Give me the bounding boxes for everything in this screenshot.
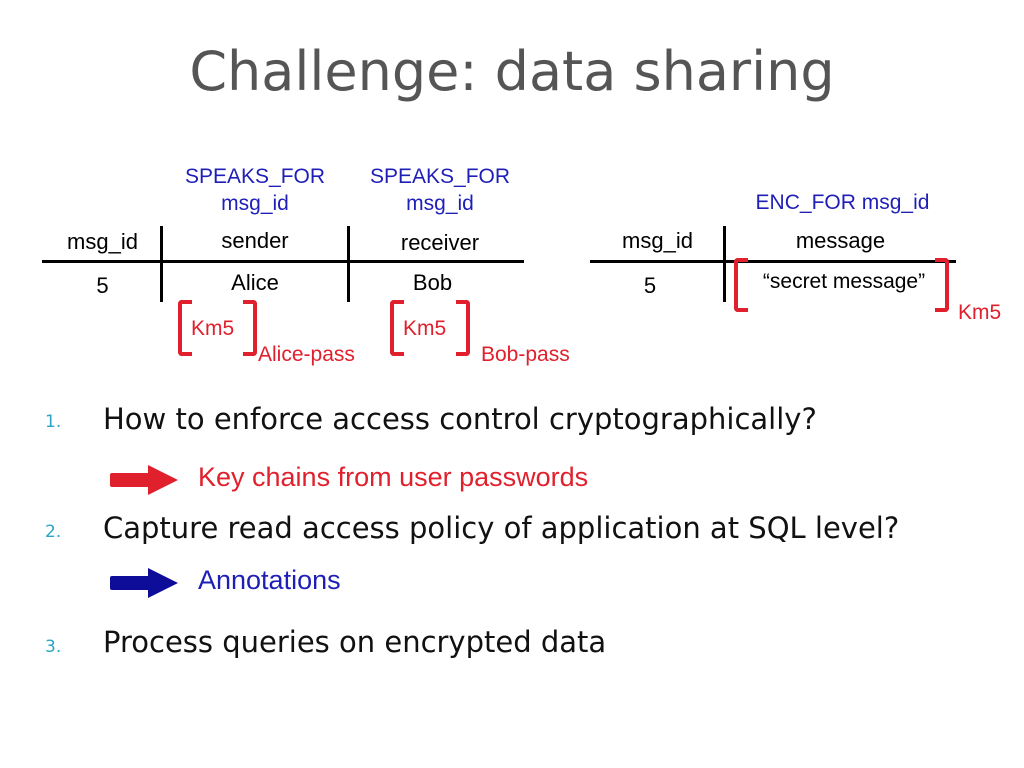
list-item-1: How to enforce access control cryptograp… <box>103 402 817 436</box>
slide-title: Challenge: data sharing <box>189 40 835 103</box>
bracket-icon <box>734 258 748 312</box>
bob-key-label: Km5 <box>403 317 447 340</box>
table1-header-receiver: receiver <box>400 230 480 255</box>
list-item-2: Capture read access policy of applicatio… <box>103 511 900 545</box>
sender-annotation-line2: msg_id <box>221 192 289 215</box>
bracket-icon <box>178 300 192 356</box>
sender-annotation: SPEAKS_FOR msg_id <box>165 163 345 217</box>
list-number-2: 2. <box>45 522 62 542</box>
table1-cell-receiver: Bob <box>412 270 453 295</box>
receiver-annotation-line1: SPEAKS_FOR <box>369 165 511 188</box>
bracket-icon <box>456 300 470 356</box>
list-number-1: 1. <box>45 412 62 432</box>
list-item-3: Process queries on encrypted data <box>103 625 607 659</box>
table1-header-msg-id: msg_id <box>67 229 138 254</box>
message-key-label: Km5 <box>958 301 1002 324</box>
table1-header-sender: sender <box>221 228 289 253</box>
table1-cell-msg-id: 5 <box>96 273 109 298</box>
table1-header-rule <box>42 260 524 263</box>
table2-column-divider <box>723 226 726 302</box>
table1-column-divider <box>347 226 350 302</box>
bracket-icon <box>935 258 949 312</box>
list-number-3: 3. <box>45 637 62 657</box>
table1-column-divider <box>160 226 163 302</box>
bracket-icon <box>243 300 257 356</box>
table2-header-message: message <box>795 228 886 253</box>
table2-cell-message: “secret message” <box>762 270 926 293</box>
receiver-annotation: SPEAKS_FOR msg_id <box>350 163 530 217</box>
receiver-annotation-line2: msg_id <box>406 192 474 215</box>
table2-cell-msg-id: 5 <box>643 273 657 298</box>
alice-pass-label: Alice-pass <box>258 343 355 366</box>
message-annotation: ENC_FOR msg_id <box>755 191 930 214</box>
right-arrow-icon <box>110 465 178 495</box>
bob-pass-label: Bob-pass <box>481 343 570 366</box>
answer-2: Annotations <box>198 565 341 595</box>
sender-annotation-line1: SPEAKS_FOR <box>184 165 326 188</box>
table2-header-rule <box>590 260 956 263</box>
answer-1: Key chains from user passwords <box>198 462 589 492</box>
table2-header-msg-id: msg_id <box>622 228 693 253</box>
bracket-icon <box>390 300 404 356</box>
right-arrow-icon <box>110 568 178 598</box>
table1-cell-sender: Alice <box>231 270 279 295</box>
alice-key-label: Km5 <box>191 317 235 340</box>
